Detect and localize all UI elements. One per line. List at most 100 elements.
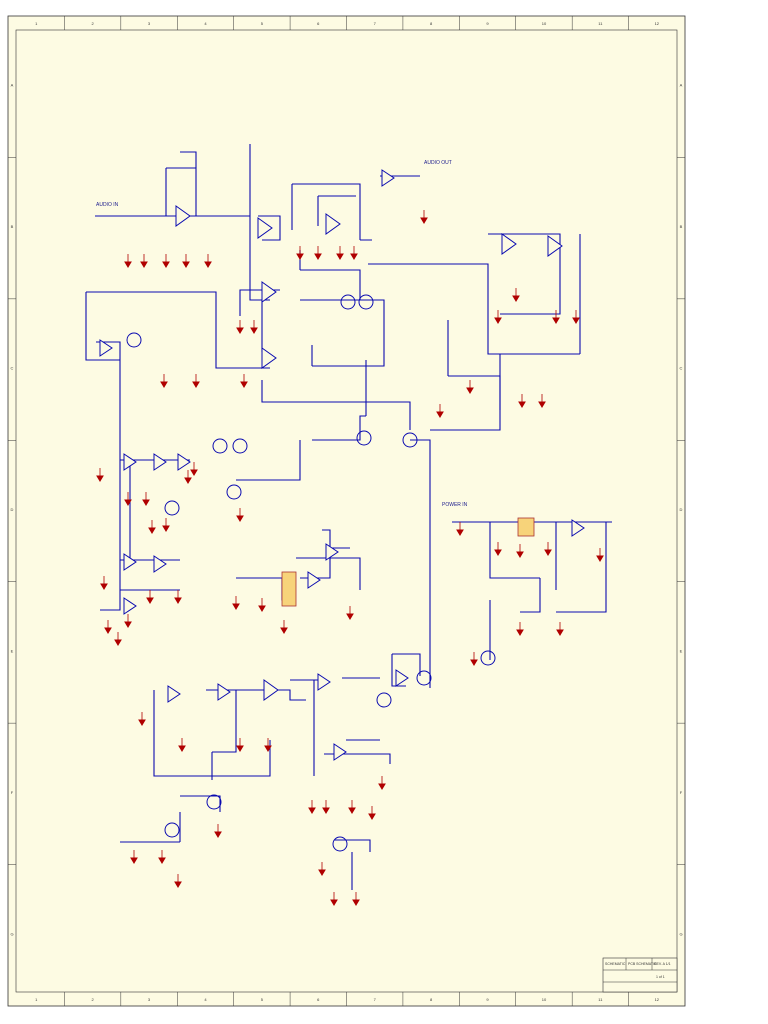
ground-icon	[174, 881, 182, 888]
title-block-name: SCHEMATIC	[605, 962, 626, 966]
ground-icon	[346, 613, 354, 620]
ground-icon	[264, 745, 272, 752]
zone-column-label: 10	[542, 997, 547, 1002]
outer-frame	[7, 15, 686, 1007]
zone-row-label: A	[680, 83, 683, 88]
zone-row-label: D	[680, 507, 683, 512]
zone-column-label: 7	[374, 997, 377, 1002]
zone-column-label: 12	[655, 21, 660, 26]
zone-row-label: G	[10, 931, 13, 936]
ground-icon	[250, 327, 258, 334]
zone-row-label: B	[11, 224, 14, 229]
net-label-audio-in: AUDIO IN	[96, 202, 119, 208]
ground-icon	[350, 253, 358, 260]
ground-icon	[552, 317, 560, 324]
zone-row-label: B	[680, 224, 683, 229]
zone-column-label: 3	[148, 997, 151, 1002]
ground-icon	[162, 525, 170, 532]
ground-icon	[124, 621, 132, 628]
ground-icon	[314, 253, 322, 260]
zone-row-label: F	[680, 790, 683, 795]
ground-icon	[124, 261, 132, 268]
ground-icon	[182, 261, 190, 268]
ground-icon	[538, 401, 546, 408]
ground-icon	[322, 807, 330, 814]
ground-icon	[348, 807, 356, 814]
zone-row-label: C	[11, 366, 14, 371]
zone-row-label: E	[11, 648, 14, 653]
power-ic	[517, 517, 535, 537]
ground-icon	[192, 381, 200, 388]
ground-icon	[280, 627, 288, 634]
zone-column-label: 4	[204, 21, 207, 26]
zone-column-label: 4	[204, 997, 207, 1002]
zone-column-label: 10	[542, 21, 547, 26]
ground-icon	[470, 659, 478, 666]
zone-row-label: G	[679, 931, 682, 936]
ground-icon	[184, 477, 192, 484]
zone-column-label: 8	[430, 21, 433, 26]
ground-icon	[178, 745, 186, 752]
ground-symbols	[96, 210, 604, 906]
zone-row-label: A	[11, 83, 14, 88]
op-amps	[99, 169, 585, 761]
ground-icon	[556, 629, 564, 636]
zone-column-label: 1	[35, 997, 38, 1002]
ground-icon	[204, 261, 212, 268]
ground-icon	[336, 253, 344, 260]
zone-column-label: 11	[598, 997, 603, 1002]
ground-icon	[596, 555, 604, 562]
zone-row-label: F	[11, 790, 14, 795]
ground-icon	[96, 475, 104, 482]
ground-icon	[466, 387, 474, 394]
ground-icon	[518, 401, 526, 408]
ground-icon	[516, 629, 524, 636]
ground-icon	[378, 783, 386, 790]
ground-icon	[330, 899, 338, 906]
ground-icon	[512, 295, 520, 302]
ground-icon	[318, 869, 326, 876]
title-block-sheet: 1 of 1	[656, 975, 665, 979]
ground-icon	[114, 639, 122, 646]
zone-column-label: 7	[374, 21, 377, 26]
zone-column-label: 2	[92, 997, 95, 1002]
zone-column-label: 6	[317, 997, 320, 1002]
zone-row-label: E	[680, 648, 683, 653]
zone-column-label: 1	[35, 21, 38, 26]
ground-icon	[142, 499, 150, 506]
ground-icon	[368, 813, 376, 820]
title-block-doc: PCB SCHEMATIC	[628, 962, 657, 966]
net-label-audio-out: AUDIO OUT	[424, 160, 452, 166]
ground-icon	[236, 515, 244, 522]
ground-icon	[240, 381, 248, 388]
ground-icon	[232, 603, 240, 610]
ground-icon	[516, 551, 524, 558]
ground-icon	[162, 261, 170, 268]
ground-icon	[296, 253, 304, 260]
zone-column-label: 9	[486, 997, 489, 1002]
ground-icon	[436, 411, 444, 418]
ground-icon	[130, 857, 138, 864]
title-block: SCHEMATIC PCB SCHEMATIC REV. A 1/1 1 of …	[602, 957, 678, 993]
zone-column-label: 12	[655, 997, 660, 1002]
ground-icon	[308, 807, 316, 814]
ground-icon	[456, 529, 464, 536]
ground-icon	[544, 549, 552, 556]
ground-icon	[100, 583, 108, 590]
ground-icon	[494, 317, 502, 324]
transistors	[126, 294, 496, 852]
zone-column-label: 8	[430, 997, 433, 1002]
net-label-power-in: POWER IN	[442, 502, 468, 508]
ground-icon	[124, 499, 132, 506]
ground-icon	[190, 469, 198, 476]
zone-column-label: 5	[261, 21, 264, 26]
regulator-ic	[281, 571, 297, 607]
ground-icon	[352, 899, 360, 906]
ground-icon	[158, 857, 166, 864]
zone-column-label: 5	[261, 997, 264, 1002]
zone-column-label: 11	[598, 21, 603, 26]
ground-icon	[258, 605, 266, 612]
